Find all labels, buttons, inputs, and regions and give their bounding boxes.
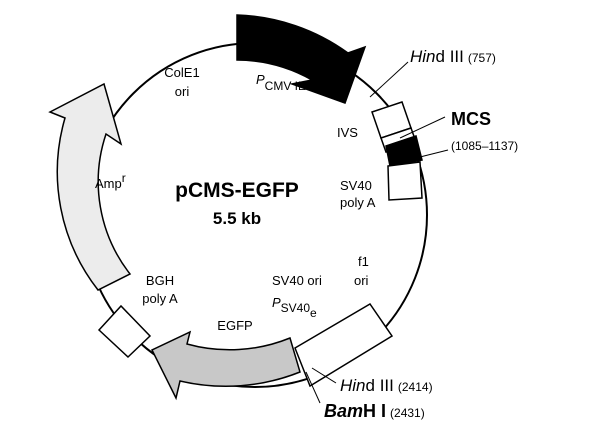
cole1-line2: ori [175, 84, 190, 99]
pcmv-p: P [256, 72, 265, 87]
bgh-line1: BGH [146, 273, 174, 288]
hind2414-rest: d III [366, 376, 394, 395]
ivs-label: IVS [337, 125, 358, 140]
f1ori-line1: f1 [358, 254, 369, 269]
hind757-label: Hind III (757) [410, 47, 496, 66]
sv40-p: P [272, 295, 281, 310]
hind2414-italic: Hin [340, 376, 366, 395]
hind757-leader [369, 61, 409, 98]
bgh-box [97, 304, 152, 359]
egfp-arrow [150, 330, 301, 401]
sv40ori-p: PSV40e [272, 295, 317, 320]
mcs-range: (1085–1137) [451, 139, 518, 153]
pcmv-sub: CMV IE [265, 79, 306, 93]
bamhi-label: BamH I (2431) [324, 401, 425, 421]
sv40-sub: SV40 [281, 301, 311, 315]
hind2414-pos: (2414) [398, 380, 433, 394]
sv40-ori-box [294, 302, 394, 388]
mcs-box [385, 135, 423, 167]
hind2414-label: Hind III (2414) [340, 376, 433, 395]
bgh-line2: poly A [142, 291, 178, 306]
egfp-label: EGFP [217, 318, 252, 333]
hind2414-leader [311, 367, 337, 384]
plasmid-size: 5.5 kb [213, 209, 261, 228]
plasmid-name: pCMS-EGFP [175, 179, 299, 202]
bamhi-rest: H I [363, 401, 386, 421]
bamhi-italic: Bam [324, 401, 363, 421]
ampr-main: Amp [95, 176, 122, 191]
ampr-label: Ampr [95, 171, 126, 191]
bamhi-pos: (2431) [390, 406, 425, 420]
sv40-polya-box [387, 161, 423, 201]
pcmv-label: PCMV IE [256, 72, 306, 93]
hind757-italic: Hin [410, 47, 436, 66]
sv40-subsub: e [310, 306, 317, 320]
sv40ori-line1: SV40 ori [272, 273, 322, 288]
mcs-range-leader [415, 149, 449, 159]
pcmv-arrow [236, 14, 367, 104]
ampr-arrow [48, 82, 132, 291]
hind757-pos: (757) [468, 51, 496, 65]
f1ori-line2: ori [354, 273, 369, 288]
hind757-rest: d III [436, 47, 464, 66]
bamhi-leader [305, 371, 321, 404]
sv40polya-line1: SV40 [340, 178, 372, 193]
mcs-leader [399, 116, 446, 139]
mcs-label: MCS [451, 109, 491, 129]
ampr-sup: r [122, 171, 126, 185]
cole1-line1: ColE1 [164, 65, 199, 80]
sv40polya-line2: poly A [340, 195, 376, 210]
